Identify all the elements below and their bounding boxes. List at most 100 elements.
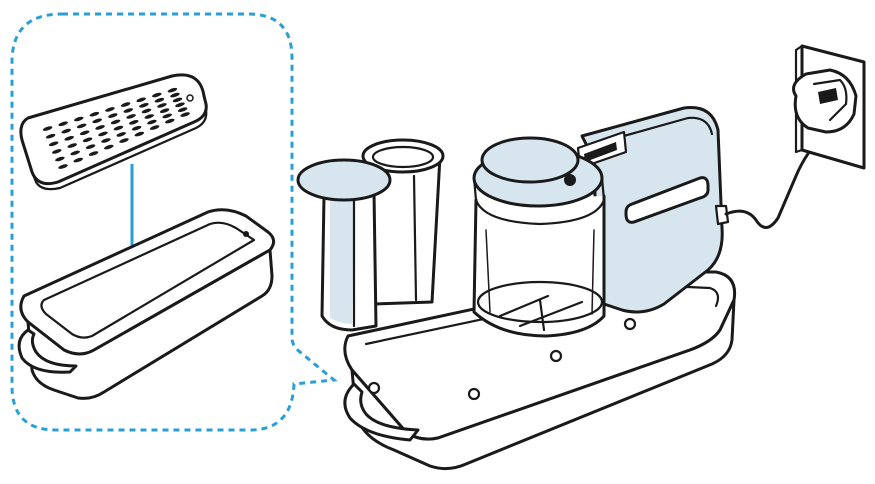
grating-plate-slot xyxy=(180,112,190,117)
main-base-part xyxy=(343,270,737,471)
grating-plate-slot xyxy=(144,114,154,119)
grating-plate-slot xyxy=(74,116,84,122)
grating-plate-slot xyxy=(110,119,121,125)
grating-plate-slot xyxy=(108,113,118,118)
motor-housing-part xyxy=(576,105,730,314)
base-screw-2 xyxy=(467,387,481,401)
power-cord-part xyxy=(724,44,866,229)
glass-jar-lid-band xyxy=(472,176,606,202)
grating-plate-hole xyxy=(186,94,194,102)
grating-plate-perforations xyxy=(42,87,190,169)
grating-plate-slot xyxy=(134,131,145,137)
cylinder-cap-stem-shade xyxy=(330,200,354,324)
tray-body xyxy=(26,248,274,400)
grating-plate-slot xyxy=(126,114,136,119)
wall-plug-grip xyxy=(818,88,838,104)
grating-plate-edge xyxy=(30,108,208,191)
motor-housing-top xyxy=(586,116,714,148)
base-screw-3 xyxy=(549,349,563,363)
grating-plate-slot xyxy=(105,107,115,112)
grating-plate-slot xyxy=(157,103,167,108)
cylinder-cap-top xyxy=(296,158,392,202)
grating-plate-slot xyxy=(48,141,59,147)
feed-cylinder-part xyxy=(361,138,445,306)
base-front-body xyxy=(350,298,736,471)
grating-plate-slot xyxy=(88,151,99,156)
grating-plate-slot xyxy=(92,118,102,124)
grating-plate-slot xyxy=(141,108,152,114)
cylinder-cap-part xyxy=(296,158,392,332)
wall-plug-part xyxy=(792,68,858,134)
grating-plate-slot xyxy=(136,97,146,103)
grating-plate-slot xyxy=(123,108,134,113)
glass-jar-lid-knob xyxy=(564,174,576,186)
grating-plate-slot xyxy=(152,92,162,98)
glass-jar-blade xyxy=(498,294,584,332)
grating-plate-slot xyxy=(58,164,68,169)
wall-plug-face xyxy=(812,78,848,122)
grating-plate-slot xyxy=(147,119,157,125)
grating-plate-slot xyxy=(58,121,68,127)
grating-plate-slot xyxy=(85,144,96,150)
grating-plate-slot xyxy=(113,125,124,131)
glass-jar-shoulder xyxy=(474,198,606,226)
grating-plate-slot xyxy=(131,125,142,131)
grating-plate-slot xyxy=(165,118,175,124)
grating-plate-slot xyxy=(45,133,56,139)
grating-plate-slot xyxy=(170,92,180,98)
grating-plate-slot xyxy=(120,102,131,107)
tray-handle xyxy=(17,328,78,374)
grating-plate-slot xyxy=(95,125,105,130)
grating-plate-part xyxy=(19,73,208,191)
grating-plate-slot xyxy=(177,107,188,113)
grating-plate-slot xyxy=(104,144,114,150)
callout-dashed-outline xyxy=(10,12,338,432)
grating-plate-slot xyxy=(129,119,139,125)
grating-plate-slot xyxy=(42,126,53,131)
grating-plate-slot xyxy=(159,108,170,114)
motor-cord-socket xyxy=(714,204,730,226)
feed-cylinder-ridge xyxy=(412,174,418,302)
tray-peg xyxy=(243,231,249,237)
grating-plate-slot xyxy=(89,111,100,117)
glass-jar-body xyxy=(472,194,606,338)
grating-plate-slot xyxy=(139,102,149,108)
grating-plate-slot xyxy=(154,97,165,103)
grating-plate-slot xyxy=(64,135,74,141)
base-screw-4 xyxy=(623,317,637,331)
glass-jar-base-ring xyxy=(476,280,604,324)
grating-plate-slot xyxy=(70,150,80,156)
feed-cylinder-opening xyxy=(371,145,435,169)
grating-plate-slot xyxy=(119,138,129,143)
motor-control-key xyxy=(584,142,617,162)
grating-plate-slot xyxy=(116,132,126,137)
motor-housing-slot xyxy=(624,176,710,224)
tray-rim-inner xyxy=(40,221,256,339)
grating-plate-slot xyxy=(162,113,172,119)
power-cord xyxy=(724,130,828,229)
base-handle xyxy=(343,382,420,442)
collection-tray-part xyxy=(17,208,275,400)
grating-plate-slot xyxy=(175,102,185,108)
grating-plate-slot xyxy=(76,123,87,129)
grating-plate-slot xyxy=(98,131,108,137)
grating-plate-slot xyxy=(149,125,160,130)
glass-jar-part xyxy=(472,136,606,338)
grating-plate-slot xyxy=(67,143,77,148)
glass-jar-side-left xyxy=(485,229,491,313)
glass-jar-lid-top xyxy=(480,136,580,184)
grating-plate-slot xyxy=(79,130,90,136)
grating-plate-slot xyxy=(73,157,83,163)
grating-plate-slot xyxy=(61,128,71,134)
grating-plate-slot xyxy=(101,138,111,143)
grating-plate-slot xyxy=(167,87,178,93)
grating-plate-slot xyxy=(52,149,62,154)
grating-plate-slot xyxy=(82,137,93,143)
grating-plate-slot xyxy=(172,97,183,103)
grating-plate-body xyxy=(19,73,208,186)
grating-plate-slot xyxy=(55,156,65,162)
base-screw-1 xyxy=(367,381,381,395)
glass-jar-side-right xyxy=(591,229,595,315)
